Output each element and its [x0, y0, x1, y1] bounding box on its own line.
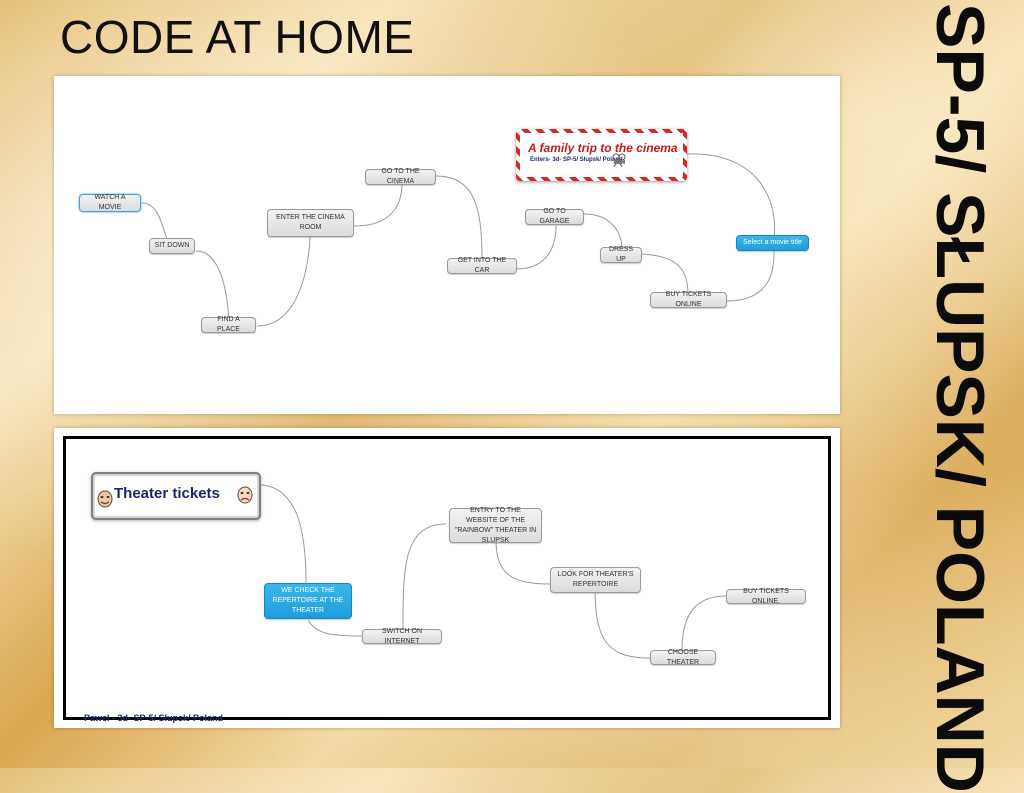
link-buy-select [725, 249, 775, 302]
film-camera-icon [612, 153, 626, 167]
link-select-central [685, 153, 776, 240]
side-title: SP-5/ SŁUPSK/ POLAND [910, 3, 1010, 793]
node-select-a-movie-title[interactable]: Select a movie title [736, 235, 809, 251]
theater-map-frame: Theater tickets WE CHECK THE REPERTOIRE … [63, 436, 831, 723]
central-node-cinema[interactable]: A family trip to the cinema Enters- 3d- … [516, 129, 687, 181]
central-node-cinema-subtitle: Enters- 3d- SP-5/ Słupsk/ Poland [530, 157, 623, 163]
node-choose-theater[interactable]: CHOOSE THEATER [650, 649, 716, 666]
node-dress-up[interactable]: DRESS UP [600, 246, 642, 263]
theater-mask-icon [237, 486, 253, 504]
node-we-check-the-repertoire[interactable]: WE CHECK THE REPERTOIRE AT THE THEATER [264, 583, 352, 619]
theater-map-connectors [249, 484, 727, 659]
node-sit-down[interactable]: SIT DOWN [149, 238, 195, 254]
node-get-into-the-car[interactable]: GET INTO THE CAR [447, 257, 517, 274]
node-go-to-the-cinema[interactable]: GO TO THE CINEMA [365, 168, 436, 185]
author-footer: Paweł - 3d- SP-5/ Słupsk/ Poland [84, 713, 224, 723]
link-choose-buy [681, 595, 727, 651]
link-theater-check [249, 484, 307, 584]
link-cinema-car [435, 175, 483, 260]
link-dress-buy [635, 253, 689, 295]
node-enter-the-cinema-room[interactable]: ENTER THE CINEMA ROOM [267, 209, 354, 237]
theater-mask-icon [97, 490, 113, 508]
central-node-theater[interactable]: Theater tickets [91, 472, 261, 520]
node-watch-a-movie[interactable]: WATCH A MOVIE [79, 194, 141, 212]
node-find-a-place[interactable]: FIND A PLACE [201, 316, 256, 333]
slide-title: CODE AT HOME [60, 11, 415, 63]
node-go-to-garage[interactable]: GO TO GARAGE [525, 208, 584, 225]
cinema-mind-map-panel: WATCH A MOVIE SIT DOWN FIND A PLACE ENTE… [54, 76, 840, 414]
link-switch-entry [402, 523, 447, 630]
node-buy-tickets-online[interactable]: BUY TICKETS ONLINE. [726, 588, 806, 605]
central-node-theater-title: Theater tickets [114, 485, 220, 502]
node-look-for-theaters-repertoire[interactable]: LOOK FOR THEATER'S REPERTOIRE [550, 567, 641, 593]
link-car-garage [515, 225, 557, 270]
link-enter-cinema [353, 182, 403, 227]
link-garage-dress [583, 213, 623, 249]
link-find-enter [256, 235, 311, 327]
central-node-cinema-title: A family trip to the cinema [528, 141, 678, 155]
link-entry-look [495, 538, 551, 585]
link-check-switch [307, 619, 363, 637]
node-entry-to-the-website[interactable]: ENTRY TO THE WEBSITE OF THE "RAINBOW" TH… [449, 507, 542, 544]
link-look-choose [594, 586, 651, 659]
theater-mind-map-panel: Theater tickets WE CHECK THE REPERTOIRE … [54, 428, 840, 728]
node-switch-on-internet[interactable]: SWITCH ON INTERNET [362, 628, 442, 645]
side-title-text: SP-5/ SŁUPSK/ POLAND [922, 3, 999, 793]
node-buy-tickets-online[interactable]: BUY TICKETS ONLINE [650, 291, 727, 308]
cinema-map-connectors [141, 153, 776, 327]
